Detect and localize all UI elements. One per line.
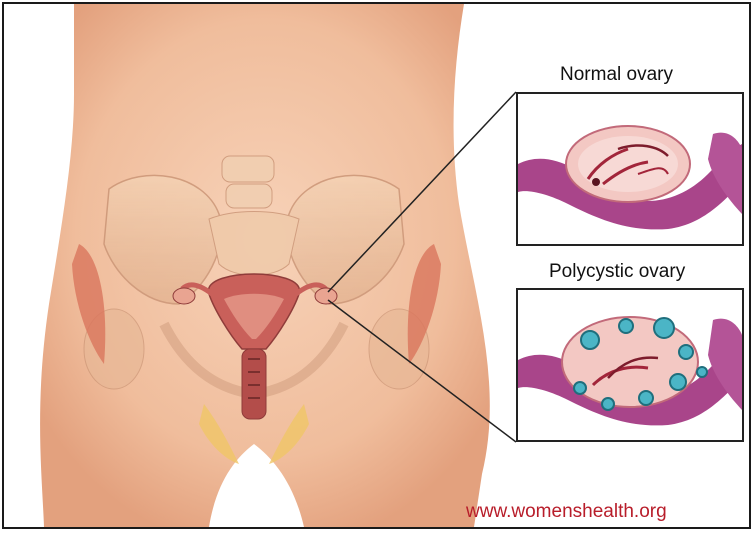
polycystic-ovary-drawing [518, 290, 742, 440]
normal-ovary-inset [516, 92, 744, 246]
normal-ovary-label: Normal ovary [560, 64, 673, 86]
polycystic-ovary-inset [516, 288, 744, 442]
website-watermark: www.womenshealth.org [466, 501, 667, 523]
left-ovary [173, 288, 195, 304]
polycystic-ovary-label: Polycystic ovary [549, 261, 685, 283]
right-ovary [315, 288, 337, 304]
normal-ovary-drawing [518, 94, 742, 244]
